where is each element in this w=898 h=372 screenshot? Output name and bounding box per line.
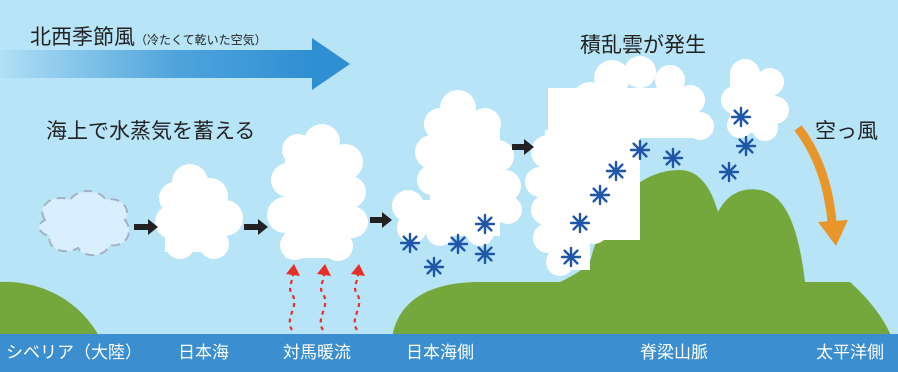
monsoon-title: 北西季節風（冷たくて乾いた空気）: [30, 27, 267, 48]
ground-label-spine-range: 脊梁山脈: [640, 343, 708, 363]
snowflake-icon: [569, 212, 591, 234]
snowflake-icon: [605, 160, 627, 182]
snowflake-icon: [474, 243, 496, 265]
ground-label-japan-sea-side: 日本海側: [406, 343, 474, 363]
warm-current-arrowheads: [286, 264, 365, 276]
cloud-icon: [392, 90, 522, 246]
cloud-icon: [38, 190, 130, 257]
monsoon-title-note: （冷たくて乾いた空気）: [135, 33, 267, 47]
ground-label-pacific-side: 太平洋側: [816, 343, 884, 363]
snowflake-icon: [629, 139, 651, 161]
snowflake-icon: [474, 213, 496, 235]
snowflake-icon: [423, 256, 445, 278]
arrow-icon: [134, 139, 534, 235]
snowflake-icon: [447, 233, 469, 255]
snowflake-icon: [399, 232, 421, 254]
siberia-hill: [0, 281, 100, 338]
cumulonimbus-annotation: 積乱雲が発生: [580, 33, 706, 57]
ground-label-siberia: シベリア（大陸）: [6, 343, 142, 363]
snowflake-group: [399, 106, 757, 278]
monsoon-arrow-icon: [0, 38, 350, 90]
cloud-icon: [525, 56, 789, 276]
snowflake-icon: [735, 135, 757, 157]
ground-label-tsushima: 対馬暖流: [283, 343, 351, 363]
cloud-icon: [267, 124, 368, 261]
wind-arrow-icon: [794, 125, 848, 246]
mountain-icon: [392, 170, 892, 338]
snowflake-icon: [730, 106, 752, 128]
snowflake-icon: [589, 184, 611, 206]
warm-current-icon: [288, 271, 361, 331]
monsoon-title-main: 北西季節風: [30, 25, 135, 49]
ground-label-sea-of-japan: 日本海: [178, 343, 229, 363]
dry-wind-annotation: 空っ風: [815, 119, 878, 143]
vapor-annotation: 海上で水蒸気を蓄える: [46, 119, 256, 143]
cloud-icon: [155, 164, 243, 259]
snowflake-icon: [662, 147, 684, 169]
snowflake-icon: [560, 246, 582, 268]
snowflake-icon: [718, 161, 740, 183]
sea-strip: [0, 334, 898, 372]
